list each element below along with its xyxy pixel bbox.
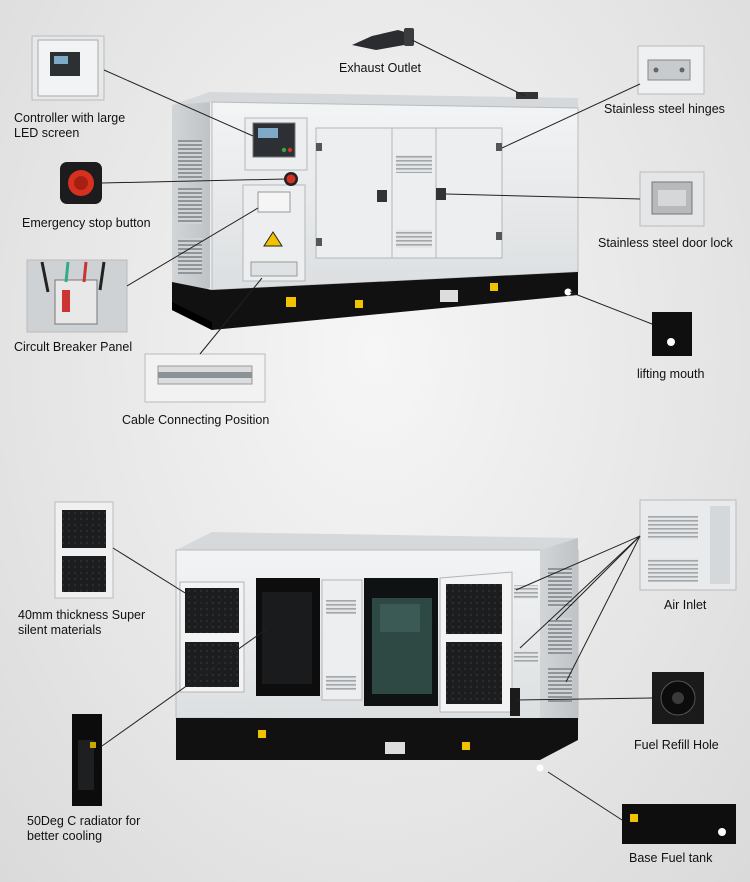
thumb-fuel-tank <box>622 804 736 844</box>
side-louver-mid <box>178 188 202 224</box>
thumb-refill <box>652 672 704 724</box>
label-lifting-mouth: lifting mouth <box>637 367 705 381</box>
exhaust-stub <box>516 92 538 99</box>
base-top <box>172 272 578 330</box>
leader-lines <box>101 39 653 821</box>
thumb-cable <box>144 353 266 403</box>
fuel-refill <box>510 688 520 716</box>
thumb-foam <box>54 501 114 599</box>
label-door-lock: Stainless steel door lock <box>598 236 733 250</box>
base-bottom <box>176 718 578 760</box>
label-cable-position: Cable Connecting Position <box>122 413 270 427</box>
thumb-estop <box>60 162 102 204</box>
label-exhaust-outlet: Exhaust Outlet <box>339 61 421 75</box>
estop-knob <box>286 174 296 184</box>
thumb-breaker <box>26 259 128 333</box>
lifting-hole <box>564 288 572 296</box>
thumb-lock <box>639 171 705 227</box>
thumb-exhaust <box>352 28 414 50</box>
label-emergency-stop: Emergency stop button <box>22 216 151 230</box>
label-fuel-tank: Base Fuel tank <box>629 851 713 865</box>
generator-top <box>172 92 579 330</box>
thumb-hinge <box>637 45 705 95</box>
cable-port <box>250 261 298 277</box>
thumb-controller <box>31 35 105 101</box>
warning-sign <box>263 231 283 247</box>
thumb-air-inlet <box>639 499 737 591</box>
thumb-radiator <box>72 714 102 806</box>
thumb-lifting <box>652 312 692 356</box>
side-louver-upper <box>178 140 202 180</box>
foam-panel <box>185 588 239 633</box>
label-air-inlet: Air Inlet <box>664 598 707 612</box>
generator-bottom <box>175 532 579 772</box>
door-lock-left <box>377 190 387 202</box>
label-stainless-hinges: Stainless steel hinges <box>604 102 725 116</box>
label-fuel-refill: Fuel Refill Hole <box>634 738 719 752</box>
label-circuit-breaker: Circult Breaker Panel <box>14 340 133 354</box>
door-lock-right <box>436 188 446 200</box>
